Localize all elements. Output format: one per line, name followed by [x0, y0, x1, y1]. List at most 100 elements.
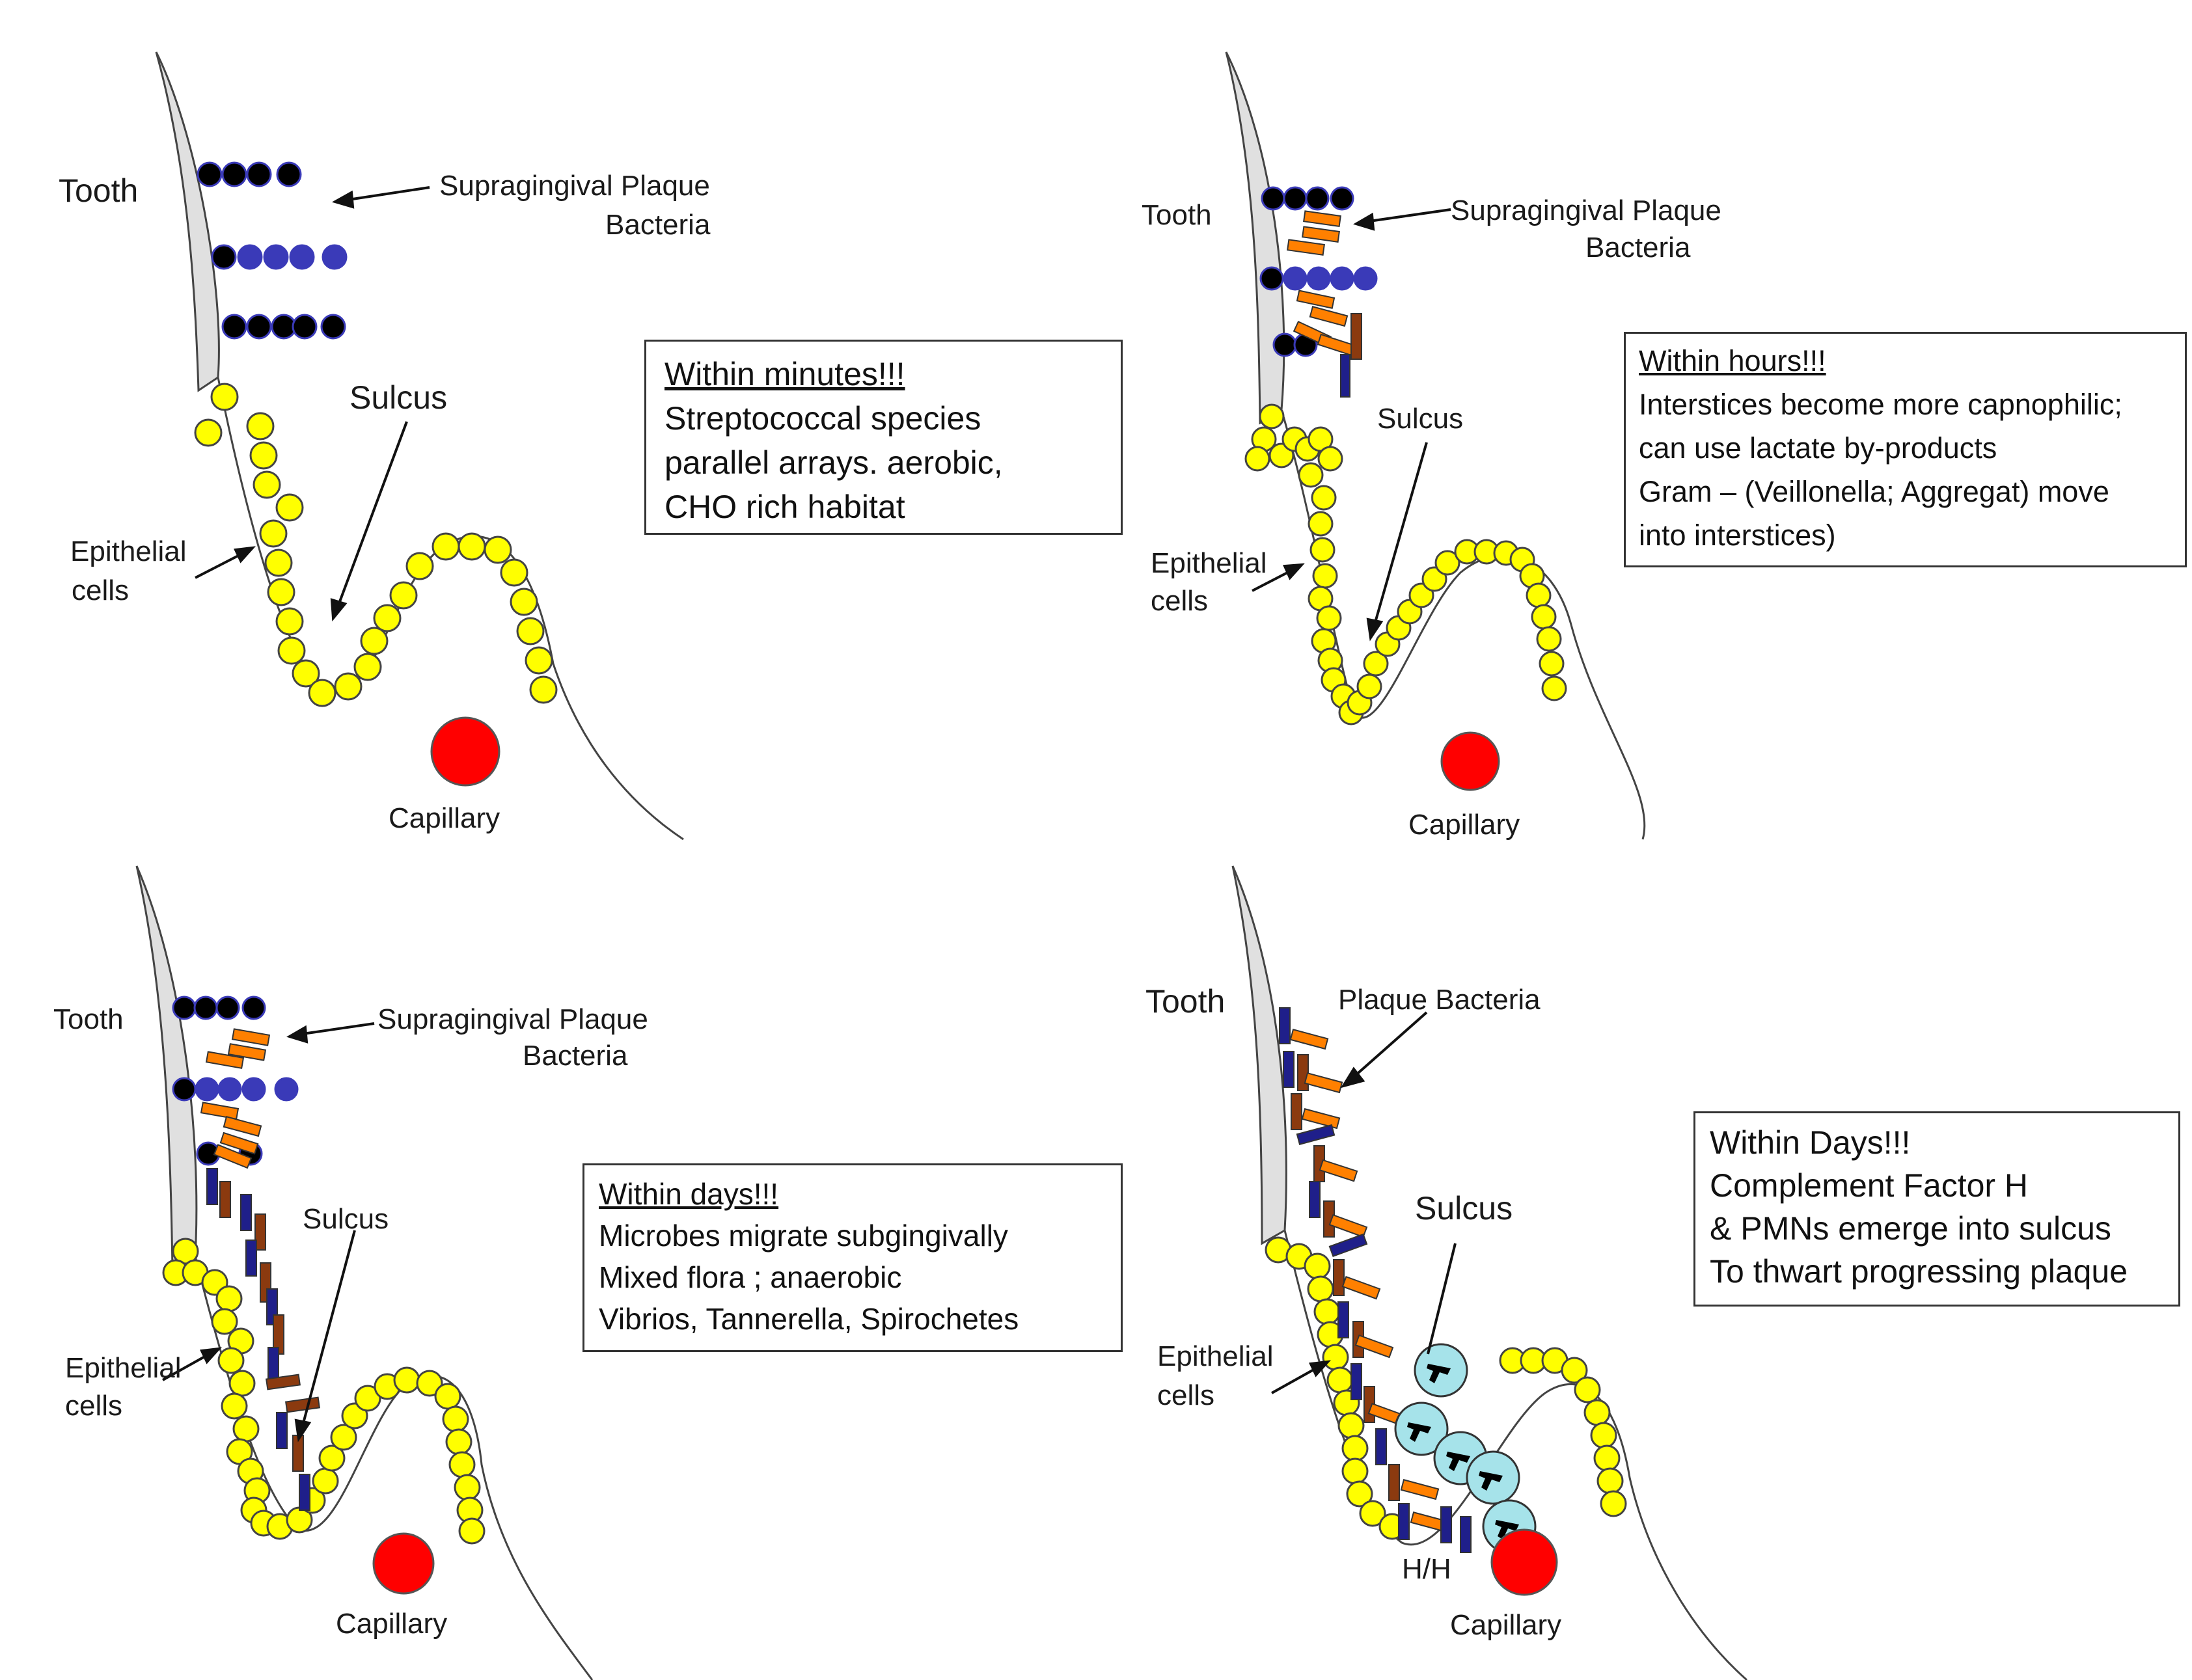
coccus-black — [1330, 186, 1354, 211]
cells-label: cells — [72, 575, 129, 606]
epithelial-cell — [529, 675, 558, 704]
epithelial-cell — [1356, 673, 1382, 699]
arrows — [1252, 208, 1451, 642]
tooth-surface — [1225, 51, 1285, 425]
coccus-black — [241, 996, 266, 1020]
epithelial-cell — [354, 1385, 381, 1412]
description-box: Within Days!!! Complement Factor H & PMN… — [1693, 1111, 2180, 1307]
rod-brown — [266, 1374, 301, 1390]
epithelial-cell — [210, 383, 239, 411]
coccus-blue — [274, 1077, 299, 1102]
epithelial-label: Epithelial — [65, 1352, 182, 1384]
rod-orange — [1328, 1213, 1368, 1238]
box-line: Gram – (Veillonella; Aggregat) move — [1639, 475, 2109, 508]
rod-navy — [1309, 1181, 1321, 1218]
panel-4-diagram: Tooth Plaque Bacteria Sulcus Epithelial … — [1145, 865, 1747, 1680]
epithelial-label: Epithelial — [70, 535, 187, 567]
box-heading: Within hours!!! — [1639, 344, 1826, 377]
hh-label: H/H — [1402, 1553, 1451, 1585]
coccus-black — [172, 1077, 197, 1102]
coccus-blue — [1283, 266, 1308, 291]
epithelial-label: Epithelial — [1151, 547, 1267, 579]
rod-navy — [1350, 1363, 1362, 1400]
rod-orange — [1287, 239, 1325, 256]
box-line: CHO rich habitat — [664, 489, 905, 525]
panel-within-days: Tooth Supragingival Plaque Bacteria Sulc… — [0, 840, 1123, 1680]
rod-navy — [1340, 354, 1350, 398]
rod-orange — [1301, 1108, 1341, 1130]
capillary-label: Capillary — [336, 1608, 447, 1640]
coccus-black — [1283, 186, 1308, 211]
rod-brown — [1291, 1093, 1302, 1130]
epithelial-cell — [416, 1370, 443, 1397]
rod-navy — [245, 1240, 257, 1277]
cells-label: cells — [65, 1390, 122, 1422]
sulcus-label: Sulcus — [303, 1203, 389, 1235]
epithelial-cell — [525, 646, 553, 675]
epithelial-cell — [1541, 675, 1567, 701]
epithelial-cell — [1298, 462, 1324, 488]
epithelial-cell — [1308, 511, 1334, 537]
cocci-rows — [1259, 186, 1378, 357]
coccus-black — [172, 996, 197, 1020]
box-line: into interstices) — [1639, 519, 1836, 552]
rod-orange — [200, 1102, 240, 1120]
tooth-surface — [1231, 865, 1287, 1245]
epithelial-cell — [1316, 605, 1342, 631]
epithelial-cell — [264, 549, 293, 577]
epithelial-cell — [1359, 1500, 1386, 1527]
epithelial-cell — [442, 1405, 469, 1433]
bacteria-label: Bacteria — [1585, 232, 1691, 264]
epithelial-cell — [510, 588, 538, 616]
epithelial-cell — [434, 1383, 461, 1410]
pmn-cell — [1466, 1450, 1520, 1505]
rod-navy — [1460, 1516, 1472, 1553]
epithelial-cell — [292, 659, 320, 688]
epithelial-cell — [221, 1392, 248, 1420]
supragingival-plaque-label: Supragingival Plaque — [377, 1003, 648, 1035]
epithelial-cell — [1341, 1435, 1369, 1462]
epithelial-cell — [393, 1366, 420, 1394]
coccus-black — [215, 996, 240, 1020]
coccus-blue — [322, 244, 348, 270]
box-line: parallel arrays. aerobic, — [664, 444, 1003, 481]
coccus-black — [197, 161, 223, 187]
epithelial-cell — [432, 532, 460, 561]
epithelial-cell — [1536, 626, 1562, 652]
sulcus-label: Sulcus — [1377, 403, 1463, 435]
epithelial-cell — [211, 1308, 238, 1335]
epithelial-cells-group — [162, 1238, 486, 1545]
capillary-label: Capillary — [1408, 809, 1520, 840]
rod-orange — [1317, 333, 1356, 357]
capillary-label: Capillary — [389, 802, 500, 834]
rod-orange — [1289, 1029, 1329, 1050]
epithelial-cell — [1531, 604, 1557, 630]
coccus-black — [320, 314, 346, 340]
coccus-black — [1261, 186, 1285, 211]
epithelial-cell — [1593, 1444, 1621, 1472]
coccus-blue — [289, 244, 315, 270]
arrows — [1271, 1011, 1457, 1394]
coccus-black — [276, 161, 302, 187]
rod-orange — [1296, 290, 1336, 309]
pmn-cell — [1394, 1402, 1449, 1456]
epithelial-cell — [1539, 651, 1565, 677]
supragingival-plaque-label: Supragingival Plaque — [439, 170, 710, 202]
rod-orange — [1304, 1072, 1343, 1094]
capillary-vessel — [372, 1532, 435, 1595]
epithelial-cells-group — [194, 383, 558, 707]
box-heading: Within minutes!!! — [664, 356, 905, 392]
coccus-black — [221, 161, 247, 187]
epithelial-cell — [445, 1428, 473, 1456]
rod-brown — [1333, 1259, 1345, 1296]
pmn-cell — [1414, 1343, 1468, 1398]
panel-within-hours: Tooth Supragingival Plaque Bacteria Sulc… — [1096, 0, 2192, 840]
rod-orange — [1341, 1275, 1381, 1300]
epithelial-cell — [1244, 446, 1270, 472]
epithelial-cell — [1346, 1480, 1373, 1508]
epithelial-cell — [454, 1474, 481, 1501]
rod-navy — [1328, 1233, 1368, 1258]
epithelial-label: Epithelial — [1157, 1340, 1274, 1372]
epithelial-cell — [373, 604, 402, 632]
box-line: can use lactate by-products — [1639, 431, 1997, 465]
